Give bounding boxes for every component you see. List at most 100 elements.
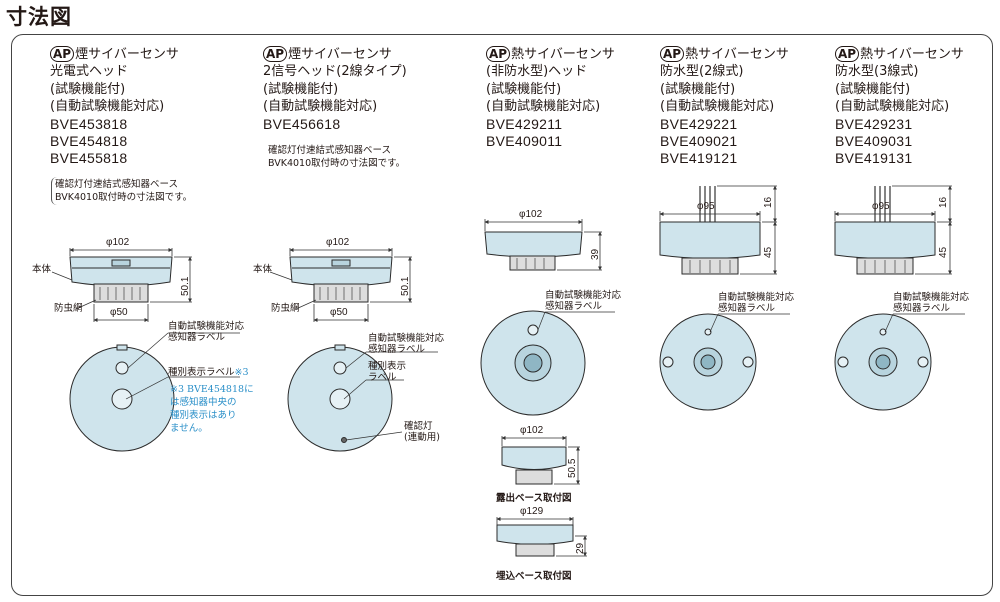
ap-badge: AP (486, 46, 511, 62)
side-view-smoke-2 (289, 256, 393, 303)
ap-badge: AP (835, 46, 860, 62)
product-feature: (試験機能付) (263, 81, 339, 97)
bottom-view-heat-3 (834, 313, 932, 411)
dim-diameter: φ102 (106, 237, 130, 248)
product-feature: (自動試験機能対応) (486, 99, 601, 115)
auto-test-label: 自動試験機能対応感知器ラベル (718, 292, 794, 314)
dim-diameter: φ129 (520, 506, 544, 517)
label-line: 感知器ラベル (168, 332, 226, 343)
product-feature: (試験機能付) (50, 81, 126, 97)
footnote-line: ません。 (170, 423, 208, 434)
side-view-smoke-1 (69, 256, 173, 303)
footnote-line: は感知器中央の (170, 397, 237, 408)
label-line: 感知器ラベル (545, 301, 603, 312)
side-view-heat-2 (659, 186, 761, 275)
dim-height: 50.1 (180, 276, 191, 296)
product-type: 2信号ヘッド(2線タイプ) (263, 64, 407, 80)
dim-height: 50.1 (400, 276, 411, 296)
bottom-view-smoke-2 (287, 344, 393, 452)
product-name: 熱サイバーセンサ (685, 47, 789, 62)
dim-diameter: φ95 (872, 201, 890, 212)
label-line: 感知器ラベル (368, 344, 426, 355)
footnote: ※3 BVE454818に は感知器中央の 種別表示はあり ません。 (170, 383, 254, 435)
embedded-base-caption: 埋込ベース取付図 (496, 571, 572, 582)
model-number: BVE409021 (660, 133, 738, 150)
bottom-view-heat-2 (659, 313, 757, 411)
model-number: BVE419131 (835, 150, 913, 167)
dim-height: 50.5 (567, 458, 578, 478)
body-label: 本体 (253, 264, 273, 275)
label-line: 自動試験機能対応 (168, 321, 245, 332)
model-number: BVE453818 (50, 115, 128, 132)
label-line: 自動試験機能対応 (893, 292, 970, 303)
note-line: BVK4010取付時の寸法図です。 (55, 192, 193, 203)
auto-test-label: 自動試験機能対応感知器ラベル (893, 292, 969, 314)
dim-height: 39 (590, 248, 601, 260)
product-feature: (自動試験機能対応) (660, 99, 775, 115)
product-feature: (試験機能付) (486, 81, 562, 97)
product-feature: (自動試験機能対応) (835, 99, 950, 115)
dim-diameter: φ102 (520, 425, 544, 436)
footnote-mark: ※3 (234, 367, 249, 378)
note-line: 確認灯付速結式感知器ベース (55, 179, 179, 190)
label-line: 感知器ラベル (718, 303, 776, 314)
dim-diameter: φ95 (697, 201, 715, 212)
product-feature: (自動試験機能対応) (263, 99, 378, 115)
model-number: BVE456618 (263, 115, 341, 132)
exposed-base-caption: 露出ベース取付図 (496, 493, 572, 504)
product-name: 熱サイバーセンサ (860, 47, 964, 62)
model-number: BVE419121 (660, 150, 738, 167)
auto-test-label: 自動試験機能対応感知器ラベル (545, 290, 621, 312)
content-frame (11, 34, 993, 596)
embedded-base-view (496, 524, 574, 557)
ap-badge: AP (660, 46, 685, 62)
product-name: 熱サイバーセンサ (511, 47, 615, 62)
mesh-label: 防虫網 (54, 303, 83, 314)
model-number: BVE429231 (835, 115, 913, 132)
label-line: 感知器ラベル (893, 303, 951, 314)
mounting-note: 確認灯付速結式感知器ベース BVK4010取付時の寸法図です。 (51, 177, 193, 205)
footnote-line: ※3 BVE454818に (170, 384, 254, 395)
label-line: 自動試験機能対応 (718, 292, 795, 303)
dim-diameter: φ102 (519, 209, 543, 220)
product-feature: (試験機能付) (660, 81, 736, 97)
dim-diameter: φ102 (326, 237, 350, 248)
label-line: (連動用) (404, 432, 440, 443)
label-line: 自動試験機能対応 (368, 333, 445, 344)
product-name: 煙サイバーセンサ (288, 47, 392, 62)
note-line: 確認灯付速結式感知器ベース (268, 145, 392, 156)
exposed-base-view (501, 446, 567, 485)
model-number: BVE429221 (660, 115, 738, 132)
ap-badge: AP (263, 46, 288, 62)
page-title: 寸法図 (6, 5, 72, 29)
dim-height: 16 (763, 196, 774, 208)
model-number: BVE455818 (50, 150, 128, 167)
dim-height: 45 (938, 246, 949, 258)
product-feature: (自動試験機能対応) (50, 99, 165, 115)
label-line: 種別表示 (368, 361, 407, 372)
model-number: BVE429211 (486, 115, 563, 132)
product-type: (非防水型)ヘッド (486, 64, 588, 80)
footnote-line: 種別表示はあり (170, 410, 237, 421)
label-line: 確認灯 (404, 421, 433, 432)
model-number: BVE409011 (486, 133, 563, 150)
mounting-note: 確認灯付速結式感知器ベース BVK4010取付時の寸法図です。 (268, 144, 405, 170)
side-view-heat-3 (834, 186, 936, 275)
dim-height: 29 (575, 542, 586, 554)
label-line: 自動試験機能対応 (545, 290, 622, 301)
ap-badge: AP (50, 46, 75, 62)
product-type: 防水型(2線式) (660, 64, 744, 80)
product-feature: (試験機能付) (835, 81, 911, 97)
label-line: ラベル (368, 372, 397, 383)
type-label: 種別表示ラベル (368, 361, 406, 383)
confirm-lamp-label: 確認灯(連動用) (404, 421, 440, 443)
body-label: 本体 (32, 264, 52, 275)
dim-height: 45 (763, 246, 774, 258)
side-view-heat-1 (484, 231, 583, 271)
bottom-view-smoke-1 (69, 344, 175, 452)
mesh-label: 防虫網 (271, 303, 300, 314)
